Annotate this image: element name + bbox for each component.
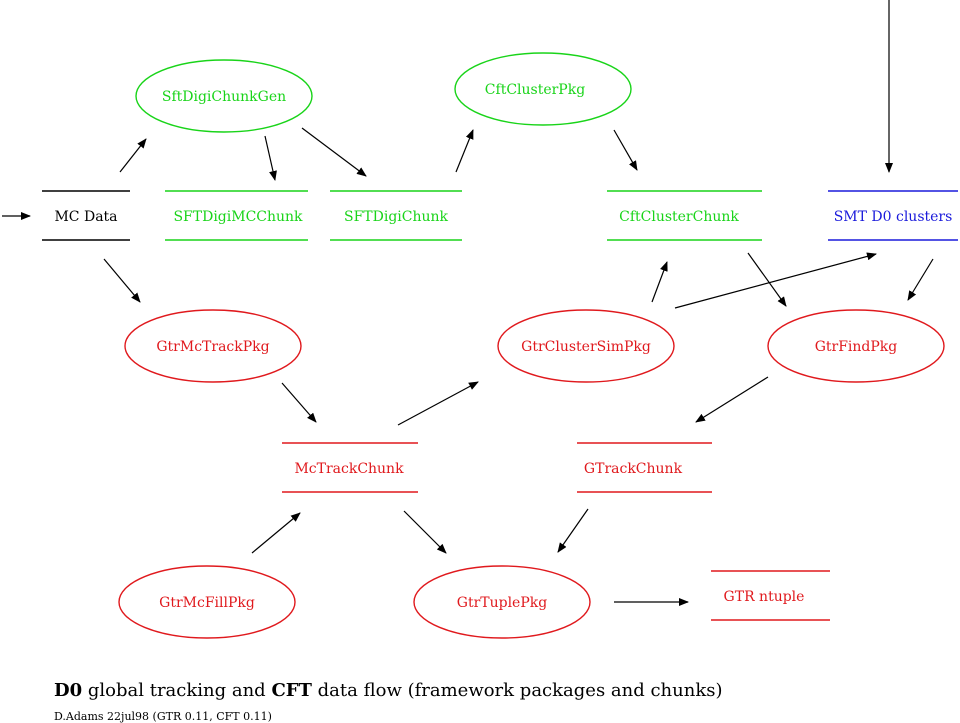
node-mctrackchunk-label: McTrackChunk	[294, 461, 404, 477]
node-smt-d0-clusters: SMT D0 clusters	[828, 190, 958, 241]
node-cftclusterpkg-shape	[454, 52, 632, 126]
node-sftdigichunk: SFTDigiChunk	[330, 190, 462, 241]
node-gtrfindpkg-shape	[767, 309, 945, 383]
node-gtrmctrackpkg-shape	[124, 309, 302, 383]
edge-mc-data-to-sftdigichunkgen	[119, 138, 147, 173]
edge-gtrmcfillpkg-to-mctrackchunk	[251, 512, 301, 554]
node-gtrmcfillpkg-label: GtrMcFillPkg	[159, 595, 255, 611]
edge-gtrmctrackpkg-to-mctrackchunk	[281, 382, 317, 423]
caption-part2: data flow (framework packages and chunks…	[311, 680, 723, 701]
edge-cftclusterpkg-to-cftclusterchunk	[613, 129, 638, 171]
node-gtrclustersimpkg-label: GtrClusterSimPkg	[521, 339, 651, 355]
node-gtrmcfillpkg-shape	[118, 565, 296, 639]
node-gtrfindpkg: GtrFindPkg	[767, 309, 945, 383]
package-nodes: SftDigiChunkGen CftClusterPkg GtrMcTrack…	[118, 52, 945, 639]
node-gtrclustersimpkg-shape	[497, 309, 675, 383]
node-sftdigichunkgen-label: SftDigiChunkGen	[162, 89, 286, 105]
node-sftdigimcchunk: SFTDigiMCChunk	[165, 190, 308, 241]
node-gtrackchunk-label: GTrackChunk	[584, 461, 683, 477]
node-mc-data: MC Data	[42, 190, 130, 241]
caption-d0: D0	[54, 680, 83, 701]
node-cftclusterchunk-label: CftClusterChunk	[619, 209, 739, 225]
node-gtrfindpkg-label: GtrFindPkg	[815, 339, 898, 355]
edge-smt-d0-clusters-to-gtrfindpkg	[907, 258, 934, 301]
edge-mctrackchunk-to-gtrclustersimpkg	[397, 381, 479, 426]
edge-gtrackchunk-to-gtrtuplepkg	[557, 508, 589, 553]
diagram-credit: D.Adams 22jul98 (GTR 0.11, CFT 0.11)	[54, 710, 272, 723]
node-mctrackchunk: McTrackChunk	[282, 442, 418, 493]
edge-sftdigichunkgen-to-sftdigimcchunk	[264, 135, 277, 181]
node-mc-data-label: MC Data	[54, 209, 117, 225]
edge-gtrclustersimpkg-to-smt-d0-clusters	[674, 252, 877, 309]
node-gtrackchunk: GTrackChunk	[577, 442, 712, 493]
node-gtrtuplepkg-shape	[413, 565, 591, 639]
node-gtrmctrackpkg: GtrMcTrackPkg	[124, 309, 302, 383]
node-smt-d0-clusters-label: SMT D0 clusters	[834, 209, 953, 225]
node-gtrmctrackpkg-label: GtrMcTrackPkg	[156, 339, 269, 355]
node-cftclusterpkg: CftClusterPkg	[454, 52, 632, 126]
node-cftclusterpkg-label: CftClusterPkg	[485, 82, 585, 98]
edge-sftdigichunkgen-to-sftdigichunk	[301, 127, 367, 177]
node-sftdigichunk-label: SFTDigiChunk	[344, 209, 449, 225]
diagram-caption: D0 global tracking and CFT data flow (fr…	[54, 680, 723, 701]
node-gtr-ntuple-label: GTR ntuple	[724, 589, 805, 605]
edge-gtrclustersimpkg-to-cftclusterchunk	[651, 261, 668, 303]
chunk-nodes: MC Data SFTDigiMCChunk SFTDigiChunk CftC…	[42, 190, 958, 621]
caption-cft: CFT	[271, 680, 312, 701]
node-gtrmcfillpkg: GtrMcFillPkg	[118, 565, 296, 639]
node-sftdigimcchunk-label: SFTDigiMCChunk	[173, 209, 303, 225]
node-cftclusterchunk: CftClusterChunk	[607, 190, 762, 241]
node-gtrclustersimpkg: GtrClusterSimPkg	[497, 309, 675, 383]
node-sftdigichunkgen: SftDigiChunkGen	[135, 59, 313, 133]
node-sftdigichunkgen-shape	[135, 59, 313, 133]
edge-mctrackchunk-to-gtrtuplepkg	[403, 510, 447, 554]
edge-sftdigichunk-to-cftclusterpkg	[455, 129, 474, 173]
edges	[2, 0, 934, 606]
edge-mc-data-to-gtrmctrackpkg	[103, 258, 141, 303]
caption-part1: global tracking and	[82, 680, 272, 701]
node-gtr-ntuple: GTR ntuple	[711, 570, 830, 621]
node-gtrtuplepkg: GtrTuplePkg	[413, 565, 591, 639]
node-gtrtuplepkg-label: GtrTuplePkg	[457, 595, 547, 611]
edge-cftclusterchunk-to-gtrfindpkg	[747, 252, 787, 307]
edge-gtrfindpkg-to-gtrackchunk	[695, 376, 769, 423]
